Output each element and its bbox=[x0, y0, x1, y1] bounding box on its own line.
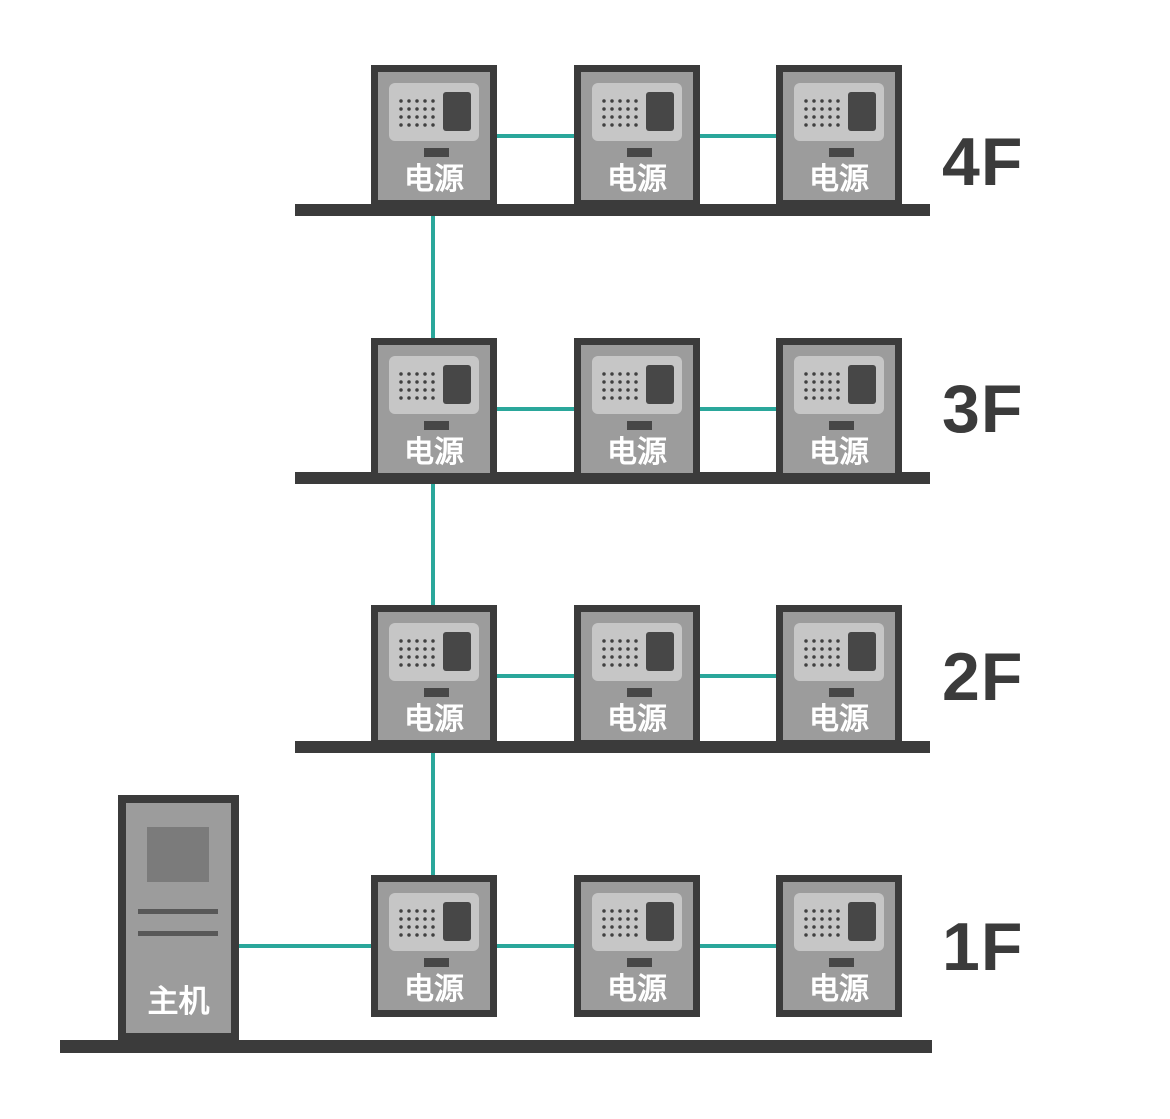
power-unit-3f-2: 电源 bbox=[574, 338, 700, 480]
dot-matrix-icon bbox=[802, 907, 844, 938]
device-screen bbox=[389, 356, 479, 414]
dot-matrix-icon bbox=[600, 907, 642, 938]
dot-matrix-icon bbox=[397, 637, 439, 668]
device-slot-icon bbox=[829, 688, 854, 697]
device-label: 电源 bbox=[809, 703, 869, 736]
device-label: 电源 bbox=[607, 436, 667, 469]
device-slot-icon bbox=[627, 688, 652, 697]
dot-matrix-icon bbox=[600, 370, 642, 401]
power-unit-4f-3: 电源 bbox=[776, 65, 902, 207]
device-slot-icon bbox=[627, 958, 652, 967]
display-block-icon bbox=[848, 365, 876, 404]
device-screen bbox=[389, 893, 479, 951]
power-unit-1f-1: 电源 bbox=[371, 875, 497, 1017]
dot-matrix-icon bbox=[600, 97, 642, 128]
device-slot-icon bbox=[424, 148, 449, 157]
display-block-icon bbox=[443, 92, 471, 131]
power-unit-4f-1: 电源 bbox=[371, 65, 497, 207]
device-slot-icon bbox=[424, 688, 449, 697]
device-screen bbox=[389, 623, 479, 681]
dot-matrix-icon bbox=[802, 637, 844, 668]
dot-matrix-icon bbox=[802, 97, 844, 128]
device-slot-icon bbox=[829, 958, 854, 967]
device-screen bbox=[592, 83, 682, 141]
power-unit-1f-2: 电源 bbox=[574, 875, 700, 1017]
dot-matrix-icon bbox=[397, 97, 439, 128]
device-label: 电源 bbox=[809, 163, 869, 196]
device-label: 电源 bbox=[809, 973, 869, 1006]
floor-line-4f bbox=[295, 204, 930, 216]
display-block-icon bbox=[848, 632, 876, 671]
floor-label-3f: 3F bbox=[942, 371, 1024, 447]
device-slot-icon bbox=[627, 421, 652, 430]
device-slot-icon bbox=[829, 148, 854, 157]
device-label: 电源 bbox=[404, 163, 464, 196]
host-vent-line-icon bbox=[138, 909, 218, 914]
device-screen bbox=[794, 893, 884, 951]
power-unit-4f-2: 电源 bbox=[574, 65, 700, 207]
display-block-icon bbox=[646, 902, 674, 941]
dot-matrix-icon bbox=[397, 907, 439, 938]
dot-matrix-icon bbox=[397, 370, 439, 401]
host-link-line bbox=[230, 944, 375, 948]
display-block-icon bbox=[443, 632, 471, 671]
device-label: 电源 bbox=[607, 163, 667, 196]
device-label: 电源 bbox=[607, 973, 667, 1006]
power-unit-2f-1: 电源 bbox=[371, 605, 497, 747]
device-screen bbox=[794, 83, 884, 141]
device-label: 电源 bbox=[404, 703, 464, 736]
power-unit-3f-3: 电源 bbox=[776, 338, 902, 480]
display-block-icon bbox=[646, 632, 674, 671]
display-block-icon bbox=[443, 902, 471, 941]
display-block-icon bbox=[848, 92, 876, 131]
power-unit-3f-1: 电源 bbox=[371, 338, 497, 480]
device-screen bbox=[794, 356, 884, 414]
riser-line-4f-3f bbox=[431, 200, 435, 345]
device-slot-icon bbox=[424, 421, 449, 430]
device-slot-icon bbox=[627, 148, 652, 157]
floor-label-4f: 4F bbox=[942, 124, 1024, 200]
display-block-icon bbox=[646, 365, 674, 404]
riser-line-3f-2f bbox=[431, 470, 435, 610]
display-block-icon bbox=[443, 365, 471, 404]
device-screen bbox=[592, 356, 682, 414]
dot-matrix-icon bbox=[802, 370, 844, 401]
floor-label-2f: 2F bbox=[942, 639, 1024, 715]
device-screen bbox=[794, 623, 884, 681]
display-block-icon bbox=[848, 902, 876, 941]
device-screen bbox=[592, 623, 682, 681]
floor-label-1f: 1F bbox=[942, 909, 1024, 985]
floor-line-1f bbox=[60, 1040, 932, 1053]
host-label: 主机 bbox=[147, 983, 210, 1019]
device-slot-icon bbox=[829, 421, 854, 430]
device-slot-icon bbox=[424, 958, 449, 967]
power-unit-2f-2: 电源 bbox=[574, 605, 700, 747]
power-unit-2f-3: 电源 bbox=[776, 605, 902, 747]
host-vent-line-icon bbox=[138, 931, 218, 936]
device-screen bbox=[592, 893, 682, 951]
device-label: 电源 bbox=[404, 973, 464, 1006]
host-panel-icon bbox=[147, 827, 209, 882]
device-label: 电源 bbox=[809, 436, 869, 469]
host-machine: 主机 bbox=[118, 795, 239, 1041]
device-label: 电源 bbox=[607, 703, 667, 736]
display-block-icon bbox=[646, 92, 674, 131]
device-screen bbox=[389, 83, 479, 141]
dot-matrix-icon bbox=[600, 637, 642, 668]
power-unit-1f-3: 电源 bbox=[776, 875, 902, 1017]
device-label: 电源 bbox=[404, 436, 464, 469]
riser-line-2f-1f bbox=[431, 740, 435, 880]
